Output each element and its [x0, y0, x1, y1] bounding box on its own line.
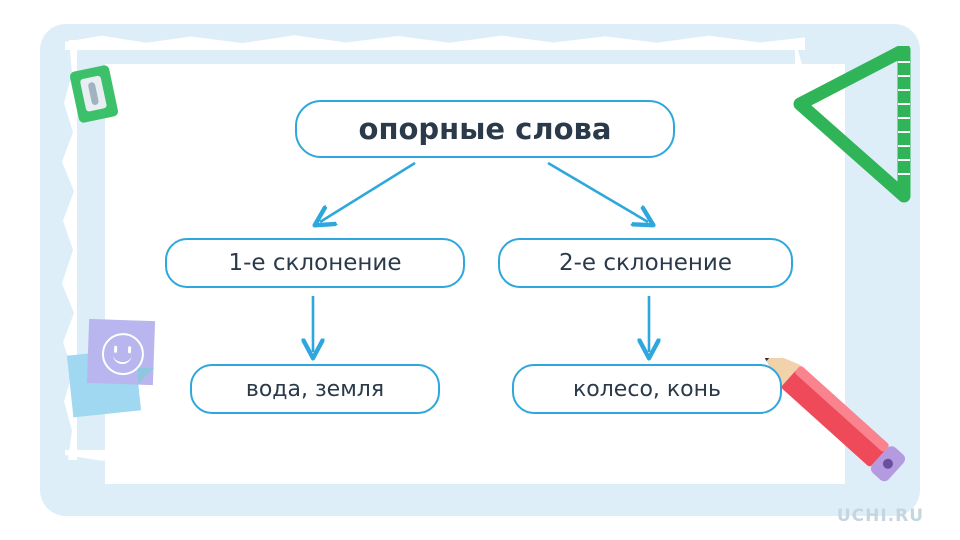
paper-edge-right: [795, 40, 805, 460]
uchi-logo: UCHI.RU: [836, 506, 924, 526]
node-second-examples-label: колесо, конь: [573, 376, 721, 402]
node-first-examples-label: вода, земля: [245, 376, 385, 402]
node-second-examples: колесо, конь: [512, 364, 782, 414]
node-first-declension: 1-е склонение: [165, 238, 465, 288]
node-root-label: опорные слова: [358, 112, 612, 146]
triangle-ruler-icon: [793, 46, 911, 203]
node-second-declension: 2-е склонение: [498, 238, 793, 288]
node-first-declension-label: 1-е склонение: [228, 250, 402, 276]
node-root: опорные слова: [295, 100, 675, 158]
sticky-note-fold: [138, 368, 154, 384]
smiley-mouth: [112, 351, 132, 365]
node-second-declension-label: 2-е склонение: [558, 250, 733, 276]
pencil-icon: [759, 358, 906, 482]
node-first-examples: вода, земля: [190, 364, 440, 414]
